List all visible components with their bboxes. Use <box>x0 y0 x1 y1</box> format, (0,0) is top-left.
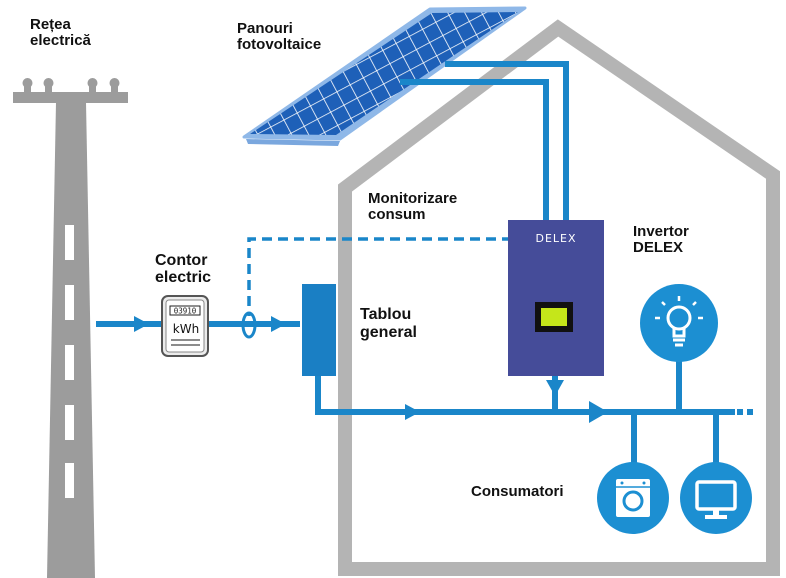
line-extension-dashes <box>727 409 753 415</box>
distribution-board <box>302 284 336 376</box>
distribution-board-label: Tablou general <box>360 306 417 341</box>
meter-digits: 03910 <box>174 307 197 316</box>
flow-arrows <box>134 316 608 423</box>
meter-unit: kWh <box>173 322 199 336</box>
inverter-display <box>541 308 567 326</box>
monitoring-line <box>247 237 512 316</box>
house-outline <box>338 19 780 576</box>
inverter-label: Invertor DELEX <box>633 223 689 256</box>
inverter-brand: DELEX <box>535 232 576 245</box>
meter-label: Contor electric <box>155 252 212 286</box>
lightbulb-icon <box>640 284 718 362</box>
grid-label: Rețea electrică <box>30 16 91 49</box>
monitoring-label: Monitorizare consum <box>368 190 458 223</box>
electric-meter-icon: 03910 kWh <box>161 295 209 357</box>
current-clamp <box>241 311 257 339</box>
monitor-icon <box>680 462 752 534</box>
washing-machine-icon <box>597 462 669 534</box>
inverter-device: DELEX <box>508 220 604 376</box>
utility-pole-icon <box>13 78 128 578</box>
solar-panel-icon <box>242 6 527 146</box>
solar-panels-label: Panouri fotovoltaice <box>237 20 322 53</box>
consumers-label: Consumatori <box>471 483 564 500</box>
